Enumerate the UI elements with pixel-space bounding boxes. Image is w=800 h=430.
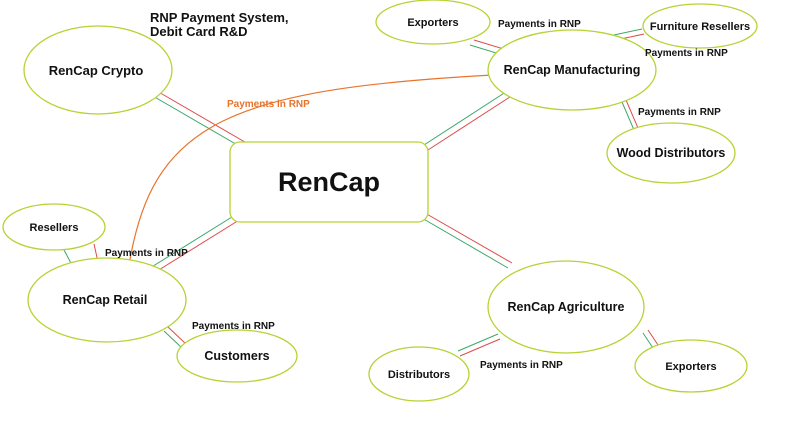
edge-crypto-center-red [149, 86, 251, 146]
exporters-bottom-node-label: Exporters [665, 361, 716, 373]
customers-node-label: Customers [204, 349, 269, 363]
edge-label-crypto-retail: Payments in RNP [227, 99, 310, 110]
edge-wood-mfg-green [621, 101, 635, 131]
distributors-node-label: Distributors [388, 369, 450, 381]
edge-label-distributors-agri: Payments in RNP [480, 360, 563, 371]
edge-center-mfg-red [427, 92, 517, 151]
distributors-node-ellipse[interactable] [368, 346, 470, 402]
edge-center-retail-red [153, 216, 245, 274]
agriculture-node-ellipse[interactable] [487, 260, 645, 354]
wood-node-ellipse[interactable] [606, 122, 736, 184]
edge-label-exporters-mfg: Payments in RNP [498, 19, 581, 30]
crypto-note-line1: RNP Payment System, [150, 10, 289, 25]
exporters-top-node-label: Exporters [407, 17, 458, 29]
exporters-top-node-ellipse[interactable] [375, 0, 491, 45]
edge-label-wood-mfg: Payments in RNP [638, 107, 721, 118]
furniture-node-label: Furniture Resellers [650, 21, 750, 33]
edge-customers-retail-red [167, 326, 187, 345]
edge-wood-mfg-red [625, 99, 639, 129]
resellers-node-ellipse[interactable] [2, 203, 106, 251]
edge-label-resellers-retail: Payments in RNP [105, 248, 188, 259]
edge-label-customers-retail: Payments in RNP [192, 321, 275, 332]
node-shapes [2, 0, 758, 402]
agriculture-node-label: RenCap Agriculture [508, 300, 625, 314]
edge-furniture-mfg-green [613, 28, 643, 36]
edge-retail-mfg-orange [127, 73, 513, 273]
edge-label-furniture-mfg: Payments in RNP [645, 48, 728, 59]
edge-crypto-center-green [145, 91, 247, 151]
center-node-box[interactable] [229, 141, 429, 223]
edge-distributors-agri-green [457, 333, 499, 352]
center-node-label: RenCap [278, 167, 380, 197]
edge-center-agri-red [417, 208, 513, 264]
wood-node-label: Wood Distributors [617, 146, 726, 160]
edge-center-retail-green [149, 211, 241, 269]
customers-node-ellipse[interactable] [176, 329, 298, 383]
retail-node-label: RenCap Retail [63, 293, 148, 307]
crypto-note-line2: Debit Card R&D [150, 24, 248, 39]
edge-center-agri-green [414, 213, 509, 269]
furniture-node-ellipse[interactable] [642, 3, 758, 49]
crypto-node-ellipse[interactable] [23, 25, 173, 115]
edge-customers-retail-green [163, 330, 183, 349]
edge-distributors-agri-red [459, 338, 501, 357]
edge-center-mfg-green [423, 87, 513, 146]
resellers-node-label: Resellers [30, 222, 79, 234]
manufacturing-node-label: RenCap Manufacturing [504, 63, 641, 77]
manufacturing-node-ellipse[interactable] [487, 29, 657, 111]
crypto-node-label: RenCap Crypto [49, 63, 144, 78]
retail-node-ellipse[interactable] [27, 257, 187, 343]
exporters-bottom-node-ellipse[interactable] [634, 339, 748, 393]
